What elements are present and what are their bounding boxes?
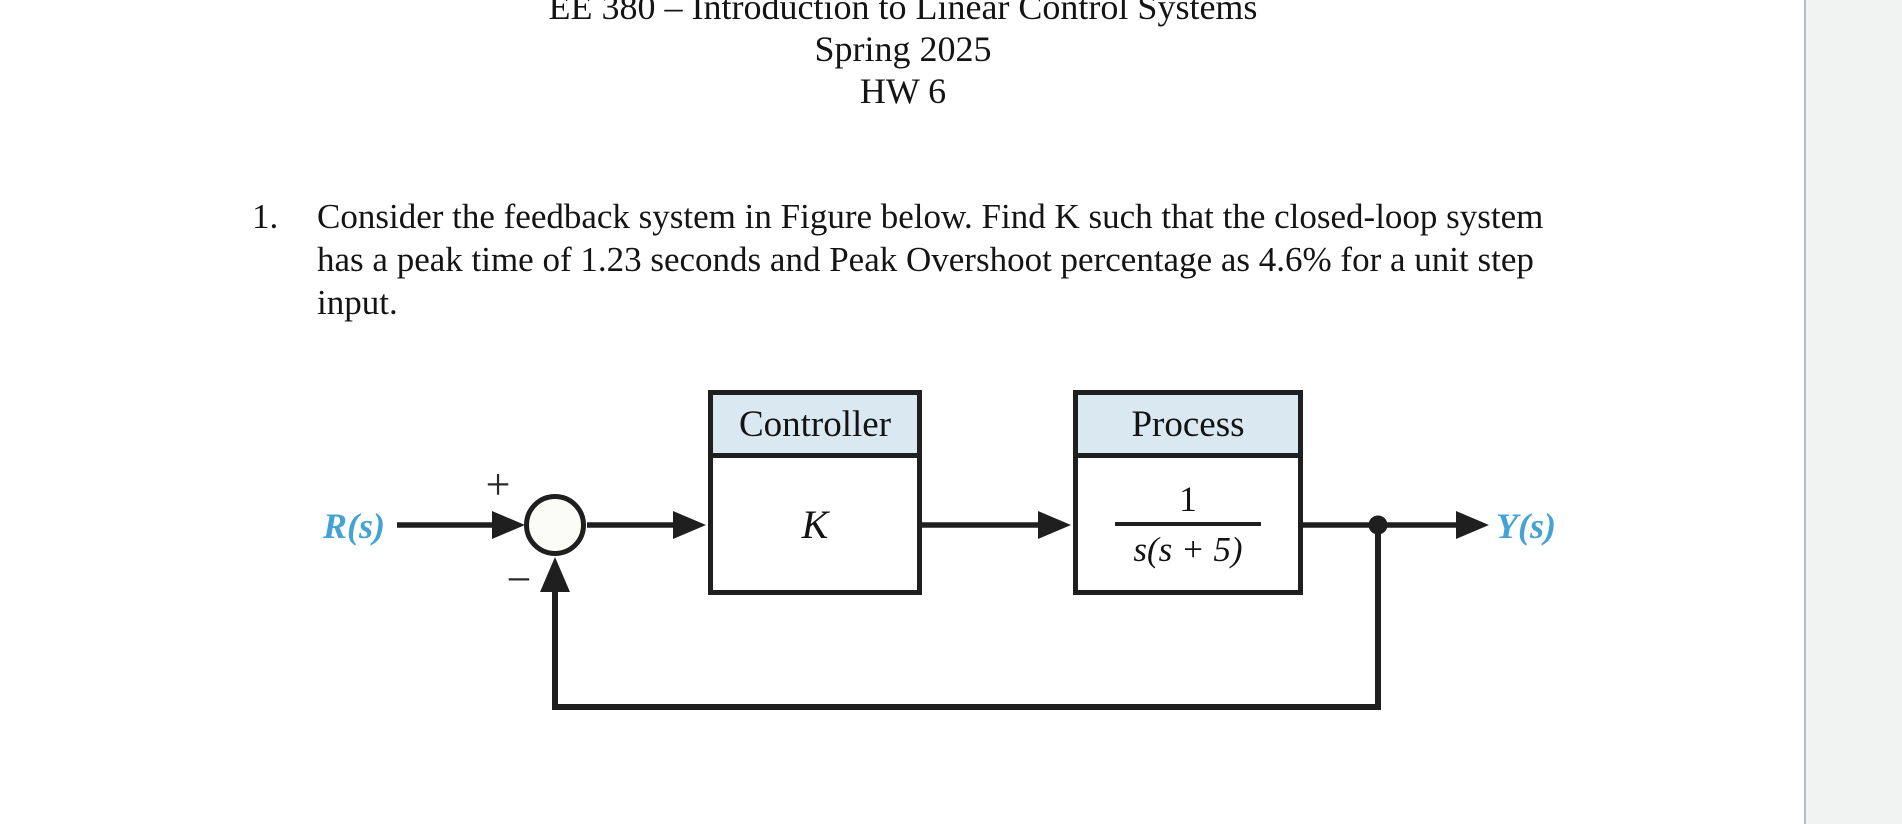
doc-title-line-2: Spring 2025 [814, 29, 992, 69]
controller-title: Controller [738, 403, 892, 445]
doc-title-line-3: HW 6 [859, 71, 947, 111]
minus-sign: − [506, 555, 532, 604]
plus-sign: + [485, 460, 511, 509]
controller-block-body: K [713, 458, 917, 590]
output-signal-label: Y(s) [1496, 506, 1556, 546]
feedback-arrowhead-icon [540, 557, 570, 592]
controller-block-header: Controller [713, 395, 917, 458]
feedback-wire [552, 525, 1381, 710]
fraction-bar [1115, 521, 1261, 526]
process-block-header: Process [1078, 395, 1298, 458]
process-transfer-function: 1 s(s + 5) [1115, 479, 1261, 570]
process-block: Process 1 s(s + 5) [1073, 390, 1303, 595]
controller-arrowhead-icon [673, 511, 706, 539]
controller-gain: K [801, 501, 829, 547]
output-arrowhead-icon [1456, 511, 1489, 539]
problem-number: 1. [252, 197, 279, 236]
transfer-function-numerator: 1 [1179, 478, 1197, 519]
doc-title: EE 380 – Introduction to Linear Control … [0, 0, 1806, 112]
summing-junction-circle [524, 494, 586, 556]
input-signal-label: R(s) [323, 506, 385, 546]
problem-line-2: has a peak time of 1.23 seconds and Peak… [317, 240, 1534, 279]
doc-title-line-1: EE 380 – Introduction to Linear Control … [548, 0, 1258, 27]
input-arrowhead-icon [492, 511, 525, 539]
process-block-body: 1 s(s + 5) [1078, 458, 1298, 590]
problem-line-1: Consider the feedback system in Figure b… [317, 197, 1544, 236]
problem-line-3: input. [317, 283, 398, 322]
transfer-function-denominator: s(s + 5) [1133, 529, 1243, 569]
problem-statement: Consider the feedback system in Figure b… [317, 195, 1543, 324]
controller-block: Controller K [708, 390, 922, 595]
viewer-gutter [1804, 0, 1902, 824]
process-title: Process [1131, 403, 1245, 445]
process-arrowhead-icon [1038, 511, 1071, 539]
